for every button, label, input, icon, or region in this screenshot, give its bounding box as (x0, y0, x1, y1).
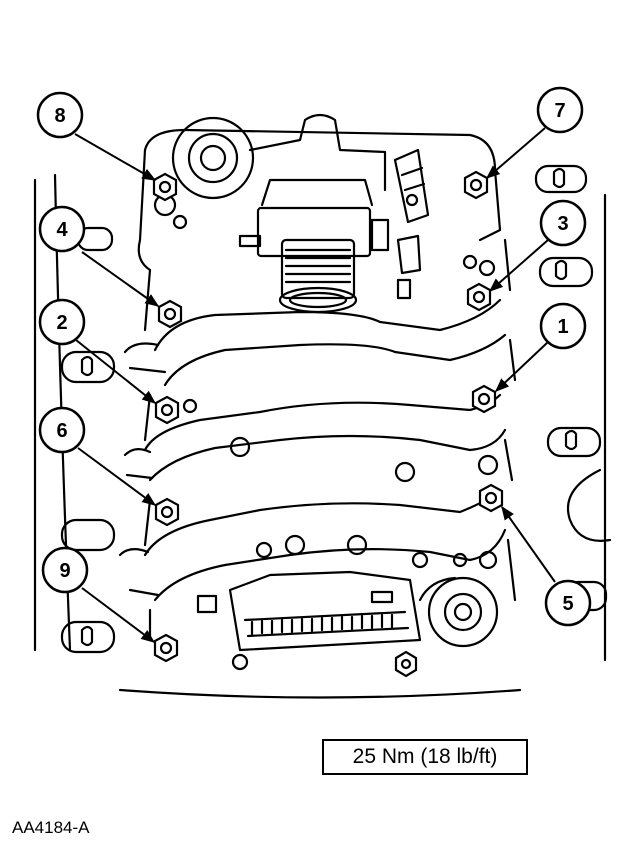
leader-2 (75, 339, 157, 404)
leader-9 (81, 587, 156, 643)
bolt-9 (153, 633, 179, 663)
callout-1-label: 1 (557, 316, 568, 338)
bolt-7 (463, 170, 489, 200)
callout-9-label: 9 (59, 560, 70, 582)
torque-spec-text: 25 Nm (18 lb/ft) (352, 745, 498, 768)
leader-8 (74, 133, 157, 181)
intake-runners (118, 298, 507, 602)
lower-components (196, 534, 499, 652)
figure-id: AA4184-A (12, 818, 90, 837)
bolt-4 (157, 299, 183, 329)
manifold-bosses (182, 254, 499, 671)
manifold-upper-body (137, 128, 502, 272)
callout-4-label: 4 (56, 219, 68, 241)
leader-1 (494, 341, 549, 392)
callout-3-label: 3 (557, 213, 568, 235)
callout-7-label: 7 (554, 100, 565, 122)
throttle-body (238, 178, 390, 314)
callout-2-label: 2 (56, 312, 67, 334)
callout-5-label: 5 (562, 593, 573, 615)
leader-3 (488, 239, 549, 292)
callout-4: 4 (38, 205, 86, 253)
leader-7 (485, 127, 546, 179)
callout-7: 7 (536, 86, 584, 134)
bolt-5 (478, 483, 504, 513)
callout-8: 8 (36, 91, 84, 139)
callout-9: 9 (41, 546, 89, 594)
bolt-1 (471, 384, 497, 414)
leader-5 (501, 505, 556, 583)
sensor-connector (393, 148, 430, 300)
callout-8-label: 8 (54, 105, 65, 127)
callout-6-label: 6 (56, 420, 67, 442)
callout-3: 3 (539, 199, 587, 247)
callout-6: 6 (38, 406, 86, 454)
callout-1: 1 (539, 302, 587, 350)
right-side-ports (534, 164, 612, 612)
callout-circles: 8 7 4 3 2 1 6 9 (36, 86, 592, 627)
callout-5: 5 (544, 579, 592, 627)
bolt-3 (466, 282, 492, 312)
coolant-fitting (171, 113, 387, 200)
leader-lines (74, 127, 556, 643)
bolt-8 (152, 172, 178, 202)
leader-4 (81, 251, 160, 307)
bolt-lower-right (394, 650, 418, 678)
bolt-2 (154, 395, 180, 425)
manifold-bolts (152, 170, 504, 678)
callout-2: 2 (38, 298, 86, 346)
bolt-6 (154, 497, 180, 527)
leader-6 (77, 447, 157, 506)
torque-spec-box: 25 Nm (18 lb/ft) (322, 739, 528, 775)
left-side-ports (60, 226, 116, 654)
manifold-side-walls (143, 238, 517, 642)
